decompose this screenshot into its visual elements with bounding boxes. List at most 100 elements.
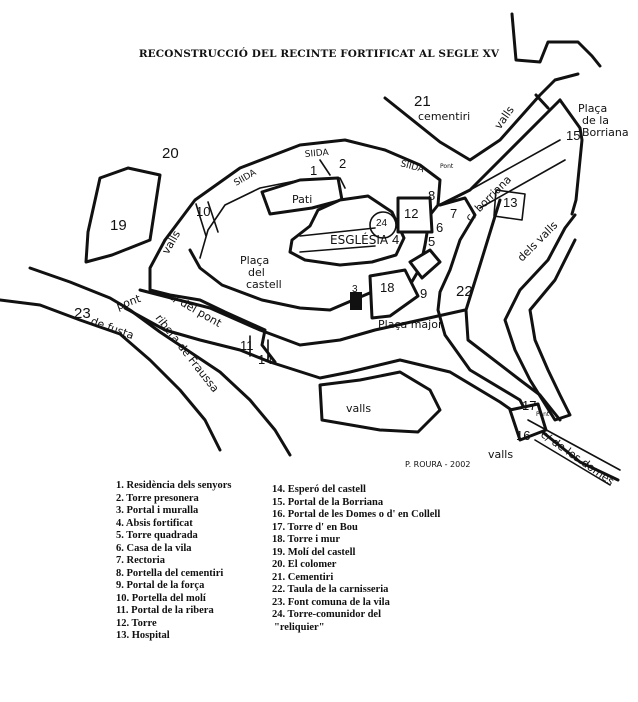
label-placa-borriana-3: Borriana	[582, 126, 629, 139]
church-nave	[299, 227, 376, 253]
legend-item: 7. Rectoria	[116, 555, 165, 566]
map-number-15: 15	[566, 128, 580, 143]
east-buildings	[436, 196, 527, 412]
legend-item: 22. Taula de la carnisseria	[272, 584, 389, 595]
dels-valls-wall	[503, 213, 577, 422]
label-valls-s: valls	[346, 402, 371, 415]
legend-item: 4. Absis fortificat	[116, 517, 193, 529]
castle-inner-wall	[199, 159, 346, 259]
map-number-3: 3	[352, 284, 358, 295]
label-cementiri: cementiri	[418, 110, 470, 123]
legend-item: 23. Font comuna de la vila	[272, 596, 390, 608]
portal-10	[195, 201, 219, 237]
legend-right-column: 14. Esperó del castell 15. Portal de la …	[272, 484, 440, 634]
map-number-21: 21	[414, 93, 431, 110]
map-number-10: 10	[196, 204, 210, 219]
borriana-street	[469, 139, 566, 209]
label-c-de-les-domes: c/ de les domes	[538, 428, 617, 488]
legend-item: "reliquier"	[274, 621, 325, 633]
map-number-8: 8	[428, 188, 435, 203]
label-esglesia: ESGLÉSIA	[330, 232, 389, 247]
signature: P. ROURA - 2002	[405, 460, 470, 469]
legend-item: 21. Cementiri	[272, 571, 334, 583]
map-number-11: 11	[240, 338, 254, 353]
river-bank-north	[28, 266, 292, 457]
label-sllids-3: SIIDA	[399, 159, 426, 175]
legend-item: 15. Portal de la Borriana	[272, 496, 384, 508]
label-placa-castell-3: castell	[246, 278, 282, 291]
tower-3-mark	[350, 292, 362, 310]
mill-19	[84, 166, 162, 264]
valls-south-block	[318, 370, 442, 434]
map-number-13: 13	[503, 195, 517, 210]
legend-item: 19. Molí del castell	[272, 546, 356, 558]
label-valls-nw: valls	[159, 228, 183, 256]
map-number-17: 17	[522, 398, 536, 413]
label-dels-valls: dels valls	[515, 219, 561, 265]
label-valls-se: valls	[488, 448, 513, 461]
legend-item: 16. Portal de les Domes o d' en Collell	[272, 509, 441, 520]
map-number-5: 5	[428, 234, 435, 249]
map-number-14: 14	[258, 352, 272, 367]
legend-item: 8. Portella del cementiri	[116, 567, 224, 579]
label-placa-major: Plaça major	[378, 318, 443, 331]
legend-item: 13. Hospital	[116, 630, 170, 641]
map-number-9: 9	[420, 286, 427, 301]
map-number-19: 19	[110, 217, 127, 234]
tower-12	[396, 196, 434, 234]
castle-outer-wall	[163, 138, 442, 312]
map-number-23: 23	[74, 305, 91, 322]
label-sllids-1: SIIDA	[233, 168, 259, 189]
label-pont-tag: Pont	[440, 163, 454, 170]
map-number-4: 4	[392, 232, 399, 247]
northeast-hill	[510, 12, 602, 68]
label-pati: Pati	[292, 193, 312, 206]
label-placa-borriana-1: Plaça	[578, 102, 607, 115]
gate-14	[249, 335, 269, 361]
label-lrom-tag: Pont	[536, 411, 550, 418]
label-sllids-2: SIIDA	[304, 148, 330, 160]
domes-gate	[527, 419, 621, 486]
label-valls-ne: valls	[492, 103, 517, 131]
legend-item: 14. Esperó del castell	[272, 484, 366, 495]
legend-item: 5. Torre quadrada	[116, 530, 198, 541]
legend-item: 10. Portella del molí	[116, 592, 206, 604]
map-number-16: 16	[516, 428, 530, 443]
map-number-20: 20	[162, 145, 179, 162]
borriana-road	[534, 93, 584, 216]
tower-18-block	[368, 268, 420, 320]
map-title: RECONSTRUCCIÓ DEL RECINTE FORTIFICAT AL …	[138, 48, 500, 60]
map-number-18: 18	[380, 280, 394, 295]
tower-5-block	[408, 248, 442, 280]
label-de-fusta: de fusta	[89, 315, 136, 343]
legend-item: 1. Residència dels senyors	[116, 480, 232, 491]
map-number-1: 1	[310, 163, 317, 178]
river-bank-south	[0, 298, 222, 452]
legend-item: 9. Portal de la força	[116, 580, 205, 591]
legend-item: 3. Portal i muralla	[116, 505, 199, 516]
west-valls-wall	[148, 238, 277, 364]
hospital-13	[493, 189, 526, 221]
legend-item: 2. Torre presonera	[116, 492, 199, 504]
legend-item: 11. Portal de la ribera	[116, 605, 214, 616]
legend-item: 12. Torre	[116, 617, 157, 629]
apse-tower-24	[369, 211, 397, 239]
label-placa-castell-2: del	[248, 266, 265, 279]
legend-item: 17. Torre d' en Bou	[272, 521, 358, 533]
label-c-del-pont: c/ del pont	[167, 289, 225, 330]
map-number-2: 2	[339, 156, 346, 171]
map-number-7: 7	[450, 206, 457, 221]
legend-item: 6. Casa de la vila	[116, 542, 192, 554]
label-placa-castell-1: Plaça	[240, 254, 269, 267]
label-pont: pont	[115, 292, 144, 313]
legend-item: 18. Torre i mur	[272, 534, 341, 545]
map-number-24: 24	[376, 218, 388, 229]
label-placa-borriana-2: de la	[582, 114, 609, 127]
legend-item: 24. Torre-comunidor del	[272, 609, 381, 620]
legend-left-column: 1. Residència dels senyors 2. Torre pres…	[116, 480, 232, 643]
pont-road-north	[138, 288, 467, 347]
map-number-6: 6	[436, 220, 443, 235]
map-number-12: 12	[404, 206, 418, 221]
